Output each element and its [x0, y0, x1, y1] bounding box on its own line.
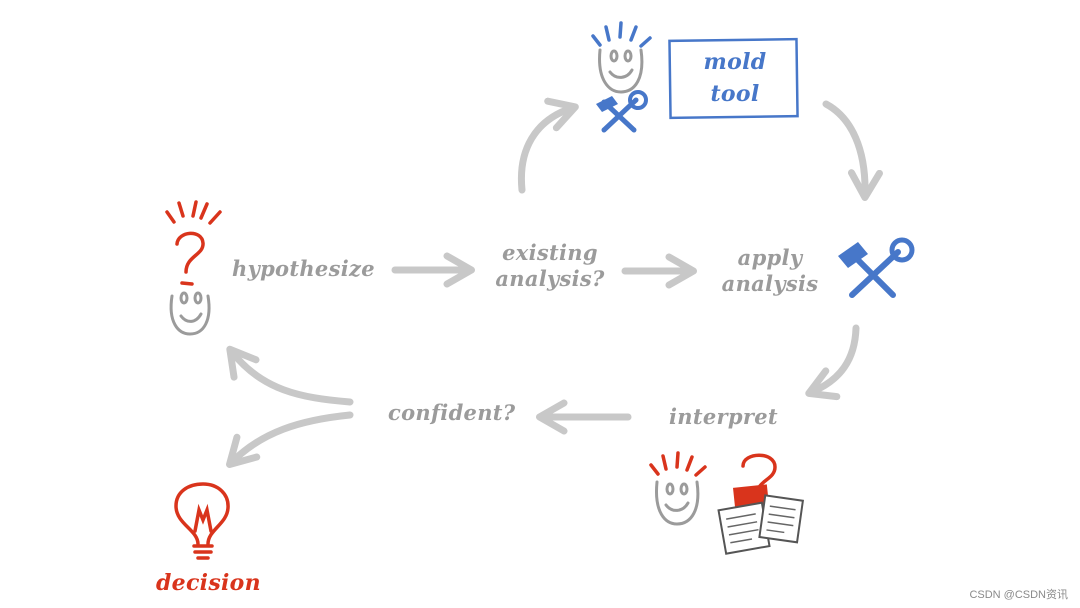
arrow-existing-to-mold [517, 97, 579, 194]
arrow-confident-to-hypothesize [226, 345, 354, 406]
arrow-mold-to-apply [822, 100, 883, 201]
existing-analysis-line-1: existing [502, 240, 598, 265]
interpreter-icon [649, 451, 805, 555]
apply-analysis-label: apply analysis [713, 245, 827, 297]
existing-analysis-line-2: analysis? [495, 266, 605, 291]
thinker-question-icon [165, 200, 222, 336]
arrow-apply-to-interpret [805, 324, 860, 401]
arrow-confident-to-decision [226, 411, 354, 468]
decision-label: decision [156, 570, 261, 596]
mold-tool-label: mold tool [690, 46, 780, 110]
interpret-label: interpret [669, 404, 778, 429]
apply-analysis-line-1: apply [737, 245, 803, 270]
hypothesize-label: hypothesize [232, 256, 375, 281]
existing-analysis-label: existing analysis? [488, 240, 612, 292]
mold-tool-line-1: mold [703, 49, 767, 75]
watermark: CSDN @CSDN资讯 [969, 589, 1068, 601]
mold-tool-line-2: tool [710, 81, 760, 107]
lightbulb-icon [174, 482, 230, 560]
apply-analysis-line-2: analysis [721, 271, 819, 296]
mold-tool-box [668, 37, 799, 120]
hammer-and-wrench-icon [838, 237, 915, 298]
confident-label: confident? [388, 400, 516, 425]
toolsmith-icon [591, 21, 652, 133]
